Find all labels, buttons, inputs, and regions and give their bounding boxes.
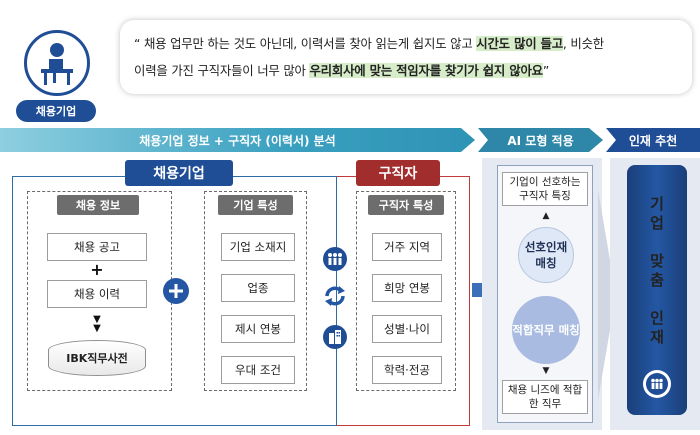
company-feature-item: 제시 연봉 — [221, 315, 295, 343]
quote-highlight-2: 우리회사에 맞는 적임자를 찾기가 쉽지 않아요 — [309, 63, 543, 78]
jobseeker-features-title: 구직자 특성 — [368, 195, 444, 215]
jobseeker-feature-item: 희망 연봉 — [372, 274, 442, 302]
stage-recommend-bar: 인재 추천 — [606, 128, 700, 152]
building-icon — [323, 325, 347, 349]
stage-ai-bar: AI 모형 적용 — [478, 128, 603, 152]
hiring-history-box: 채용 이력 — [47, 280, 147, 308]
chevron-right-icon — [598, 190, 616, 400]
stage-analysis-bar: 채용기업 정보 + 구직자 (이력서) 분석 — [0, 128, 475, 152]
person-at-desk-icon — [24, 30, 90, 96]
quote-highlight-1: 시간도 많이 들고 — [476, 36, 563, 51]
company-feature-item: 기업 소재지 — [221, 233, 295, 261]
company-feature-item: 업종 — [221, 274, 295, 302]
persona-label: 채용기업 — [16, 100, 96, 122]
down-arrow-icon: ▼ — [542, 366, 550, 376]
company-title: 채용기업 — [125, 160, 233, 186]
plus-sign: + — [90, 259, 104, 279]
sync-arrows-icon — [321, 282, 349, 310]
plus-circle-icon — [163, 278, 189, 304]
jobseeker-features-group — [356, 191, 456, 391]
people-icon — [323, 247, 347, 271]
job-posting-box: 채용 공고 — [47, 233, 147, 261]
jobseeker-title: 구직자 — [356, 160, 440, 186]
company-features-group — [204, 191, 307, 391]
suitable-job-matching: 적합직무 매칭 — [512, 296, 580, 364]
jobseeker-feature-item: 학력·전공 — [372, 356, 442, 384]
company-feature-item: 우대 조건 — [221, 356, 295, 384]
customer-quote: “ 채용 업무만 하는 것도 아닌데, 이력서를 찾아 읽는게 쉽지도 않고 시… — [134, 36, 604, 78]
company-features-title: 기업 특성 — [218, 195, 293, 215]
preferred-traits-box: 기업이 선호하는 구직자 특징 — [502, 172, 588, 206]
jobseeker-feature-item: 거주 지역 — [372, 233, 442, 261]
talent-group-icon — [643, 370, 671, 398]
database-cylinder: IBK직무사전 — [48, 340, 146, 376]
speech-bubble — [120, 20, 692, 94]
customized-talent-text: 기 업 맞 춤 인 재 — [650, 195, 664, 346]
hiring-info-title: 채용 정보 — [57, 195, 139, 215]
needs-job-box: 채용 니즈에 적합한 직무 — [502, 380, 588, 414]
jobseeker-feature-item: 성별·나이 — [372, 315, 442, 343]
up-arrow-icon: ▲ — [542, 211, 550, 221]
preferred-talent-matching: 선호인재 매칭 — [518, 227, 574, 283]
down-arrow-icon: ▼▼ — [93, 314, 101, 334]
